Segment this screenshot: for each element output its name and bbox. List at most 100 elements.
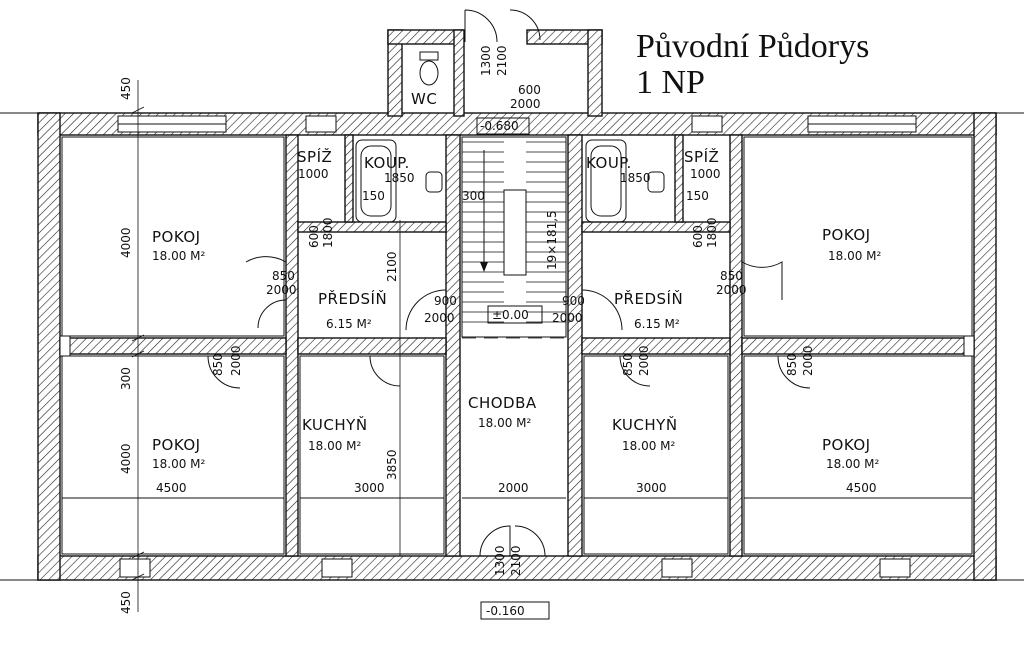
dim-850-door-br: 850 [785, 353, 799, 376]
dim-2000-door-bl: 2000 [229, 345, 243, 376]
wall-h-left-2 [297, 337, 447, 355]
wall-v-3 [567, 134, 583, 557]
wall-east [973, 112, 997, 581]
room-label-spiz-right: SPÍŽ [684, 147, 719, 166]
room-area-pokoj-tl: 18.00 M² [152, 249, 206, 263]
dim-600-r1: 600 [691, 225, 705, 248]
dim-koup-1850-left: 1850 [384, 171, 415, 185]
level-box-center [487, 305, 543, 324]
dim-door-2000-left: 2000 [266, 283, 297, 297]
doors [207, 9, 811, 557]
room-area-chodba: 18.00 M² [478, 416, 532, 430]
dim-4500-right: 4500 [846, 481, 877, 495]
room-area-predsin-right: 6.15 M² [634, 317, 680, 331]
room-label-predsin-left: PŘEDSÍŇ [318, 289, 387, 308]
dim-450-top: 450 [119, 77, 133, 100]
staircase [461, 136, 567, 339]
bathtub-right [585, 139, 627, 223]
room-label-wc: WC [411, 90, 437, 108]
wall-h-right [741, 337, 975, 355]
wall-predsin-top-right [581, 221, 731, 233]
wall-v-1 [285, 134, 299, 557]
wall-west [37, 112, 61, 581]
dim-300: 300 [119, 367, 133, 390]
dim-150-left: 150 [362, 189, 385, 203]
dimension-lines [131, 80, 401, 612]
room-area-predsin-left: 6.15 M² [326, 317, 372, 331]
outer-walls [37, 112, 997, 581]
interior-walls [59, 134, 975, 557]
dim-2000-door-br: 2000 [801, 345, 815, 376]
room-label-predsin-right: PŘEDSÍŇ [614, 289, 683, 308]
wall-h-right-2 [581, 337, 731, 355]
dim-spiz-1000-right: 1000 [690, 167, 721, 181]
annex-wall-wc [453, 29, 465, 117]
dim-3850: 3850 [385, 449, 399, 480]
north-annex [387, 29, 603, 117]
room-area-kuchyn-left: 18.00 M² [308, 439, 362, 453]
room-label-koup-right: KOUP. [586, 154, 632, 172]
dim-2000-door-kr: 2000 [637, 345, 651, 376]
room-area-pokoj-tr: 18.00 M² [828, 249, 882, 263]
dim-door-2100: 2100 [495, 45, 509, 76]
room-label-pokoj-br: POKOJ [822, 436, 871, 454]
room-label-spiz-left: SPÍŽ [297, 147, 332, 166]
dim-door-1300: 1300 [479, 45, 493, 76]
sink-icon [425, 171, 665, 193]
dim-door-2100-bottom: 2100 [509, 545, 523, 576]
dim-door-850-right: 850 [720, 269, 743, 283]
dim-3000-left: 3000 [354, 481, 385, 495]
annex-wall-right [587, 29, 603, 117]
room-label-kuchyn-left: KUCHYŇ [302, 415, 368, 434]
wall-v-4 [729, 134, 743, 557]
dim-stair-300: 300 [462, 189, 485, 203]
room-area-pokoj-br: 18.00 M² [826, 457, 880, 471]
dim-850-door-kr: 850 [621, 353, 635, 376]
dim-600-l1: 600 [307, 225, 321, 248]
level-upper: -0.680 [480, 119, 519, 133]
room-outlines [61, 136, 973, 555]
dim-850-door-bl: 850 [211, 353, 225, 376]
room-label-kuchyn-right: KUCHYŇ [612, 415, 678, 434]
level-center: ±0.00 [492, 308, 529, 322]
dim-door-850-left: 850 [272, 269, 295, 283]
dim-door-2000-pl: 2000 [424, 311, 455, 325]
dim-door-2000-right: 2000 [716, 283, 747, 297]
room-label-chodba: CHODBA [468, 394, 537, 412]
room-area-pokoj-bl: 18.00 M² [152, 457, 206, 471]
level-box-upper [476, 117, 530, 135]
title-line-1: Původní Půdorys [636, 28, 869, 65]
level-box-bottom [480, 601, 550, 620]
room-label-koup-left: KOUP. [364, 154, 410, 172]
title-line-2: 1 NP [636, 64, 705, 101]
wall-h-left [59, 337, 287, 355]
dim-3000-right: 3000 [636, 481, 667, 495]
level-bottom: -0.160 [486, 604, 525, 618]
room-label-pokoj-bl: POKOJ [152, 436, 201, 454]
dim-door-1300-bottom: 1300 [493, 545, 507, 576]
dim-door-900-left: 900 [434, 294, 457, 308]
dim-4500-left: 4500 [156, 481, 187, 495]
dim-1800-l1: 1800 [321, 217, 335, 248]
dim-150-right: 150 [686, 189, 709, 203]
room-area-kuchyn-right: 18.00 M² [622, 439, 676, 453]
dim-2000-center: 2000 [498, 481, 529, 495]
room-label-pokoj-tr: POKOJ [822, 226, 871, 244]
wall-spiz-right [674, 134, 684, 223]
toilet-icon [419, 51, 439, 86]
bathtub-left [355, 139, 397, 223]
dim-koup-1850-right: 1850 [620, 171, 651, 185]
wall-spiz-left [344, 134, 354, 223]
dim-4000-top: 4000 [119, 227, 133, 258]
dim-450-bottom: 450 [119, 591, 133, 614]
dim-spiz-1000-left: 1000 [298, 167, 329, 181]
room-label-pokoj-tl: POKOJ [152, 228, 201, 246]
wall-v-2 [445, 134, 461, 557]
dim-2100: 2100 [385, 251, 399, 282]
dim-win-600: 600 [518, 83, 541, 97]
dim-door-900-right: 900 [562, 294, 585, 308]
dim-stair-steps: 19×181,5 [545, 210, 559, 270]
dim-win-2000: 2000 [510, 97, 541, 111]
dim-1800-r1: 1800 [705, 217, 719, 248]
